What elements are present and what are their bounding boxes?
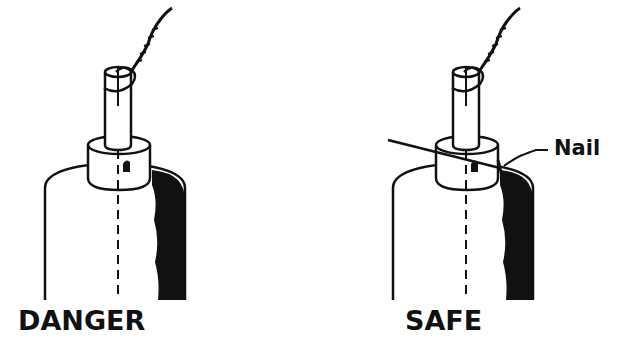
nail — [388, 140, 548, 176]
caption-label: DANGER — [18, 306, 145, 336]
caption-label: SAFE — [405, 306, 482, 336]
part-label: Nail — [554, 137, 600, 160]
